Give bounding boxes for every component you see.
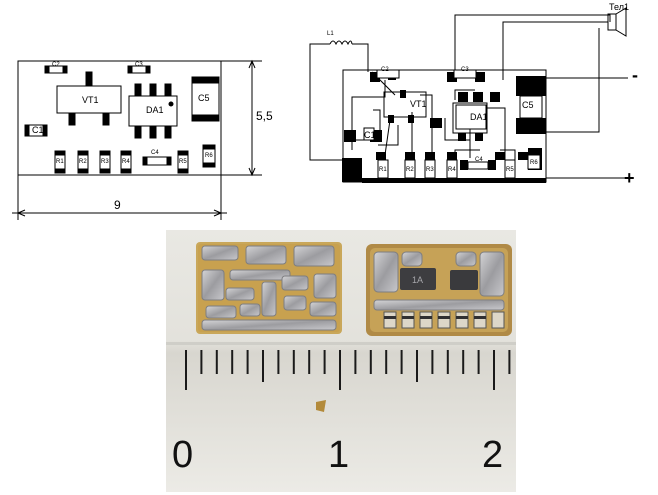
right-r4-label: R4 (448, 167, 456, 173)
right-c4-label: C4 (475, 157, 483, 163)
right-r6-label: R6 (530, 160, 538, 166)
right-c5-label: C5 (522, 100, 534, 110)
ruler-label-0: 0 (172, 434, 194, 476)
left-c3-label: C3 (135, 62, 143, 68)
left-c2-label: C2 (52, 62, 60, 68)
left-da1-label: DA1 (146, 105, 164, 115)
boards-photo-image: 1A (166, 230, 516, 492)
plus-terminal-label: + (624, 168, 635, 188)
right-r2-label: R2 (406, 167, 414, 173)
left-c5-label: C5 (198, 93, 210, 103)
right-c1-label: C1 (364, 130, 376, 140)
pcb-layout-drawing (309, 7, 628, 183)
left-c4-label: C4 (151, 150, 159, 156)
left-vt1-label: VT1 (82, 95, 99, 105)
left-r6-label: R6 (205, 153, 213, 159)
right-c2-label: C2 (381, 67, 389, 73)
height-dimension-label: 5,5 (256, 109, 273, 123)
right-vt1-label: VT1 (410, 99, 427, 109)
left-c1-label: C1 (32, 125, 44, 135)
right-c3-label: C3 (461, 67, 469, 73)
left-r3-label: R3 (101, 159, 109, 165)
ruler (185, 350, 511, 390)
right-r3-label: R3 (426, 167, 434, 173)
da1-marking: 1A (412, 275, 423, 285)
left-r1-label: R1 (56, 159, 64, 165)
ruler-label-1: 1 (328, 434, 350, 476)
right-l1-label: L1 (327, 31, 334, 37)
right-da1-label: DA1 (470, 112, 488, 122)
ruler-label-2: 2 (482, 434, 504, 476)
left-r4-label: R4 (122, 159, 130, 165)
placement-drawing (12, 59, 262, 220)
board-outline (17, 60, 222, 176)
right-r5-label: R5 (506, 167, 514, 173)
right-r1-label: R1 (379, 167, 387, 173)
minus-terminal-label: - (632, 65, 638, 85)
board-traces-side (196, 242, 342, 334)
board-component-side: 1A (366, 244, 512, 336)
boards-photo: 1A 0 1 (166, 230, 516, 492)
left-r5-label: R5 (179, 159, 187, 165)
left-r2-label: R2 (79, 159, 87, 165)
right-tel1-label: Тел1 (609, 2, 629, 12)
width-dimension-label: 9 (114, 198, 121, 212)
